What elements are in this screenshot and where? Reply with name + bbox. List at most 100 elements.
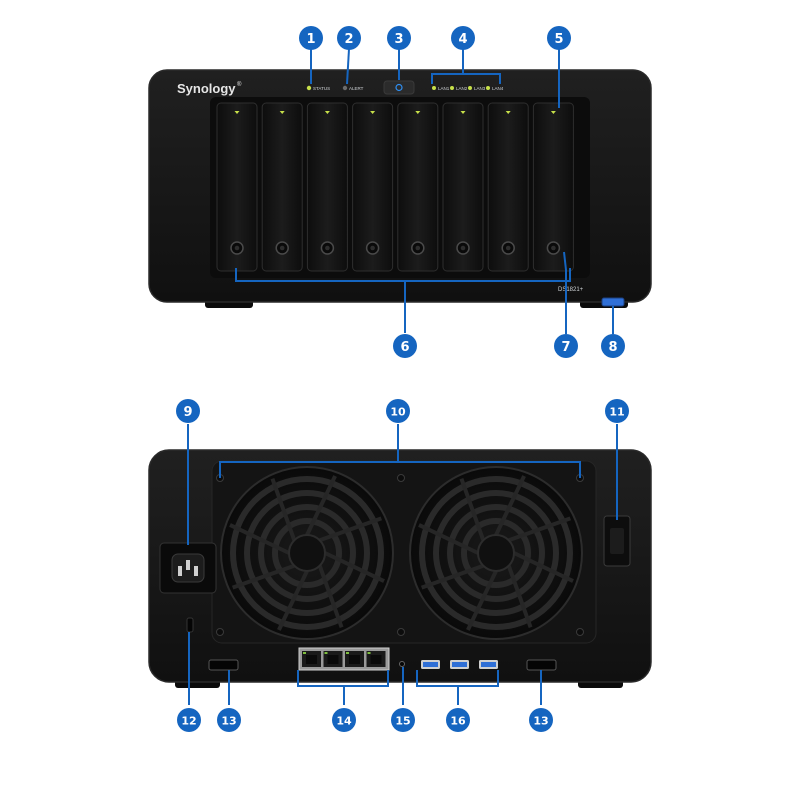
power-pin-left [178, 566, 182, 576]
callout-2: 2 [337, 26, 361, 50]
panel-screw [576, 628, 584, 636]
callout-6: 6 [393, 334, 417, 358]
fans [216, 466, 584, 640]
drive-status-led [415, 111, 421, 114]
lan2-led [450, 86, 454, 90]
model-label: DS1821+ [558, 287, 584, 293]
callout-1-label: 1 [306, 32, 315, 47]
drive-status-led [234, 111, 240, 114]
lan-link-led [324, 652, 328, 654]
lan2-led-label: LAN2 [456, 86, 468, 91]
callout-9-label: 9 [183, 405, 192, 420]
drive-status-led [460, 111, 466, 114]
lan1-led [432, 86, 436, 90]
bracket-4 [431, 73, 501, 84]
callout-13a: 13 [217, 708, 241, 732]
callout-10: 10 [386, 399, 410, 423]
rear-view [148, 449, 652, 688]
callout-15-label: 15 [395, 715, 410, 728]
callout-14-label: 14 [336, 715, 352, 728]
cooling-fan [220, 466, 394, 640]
lan-ports [298, 647, 390, 671]
leader-7 [563, 251, 567, 334]
lan-link-led [346, 652, 349, 654]
callout-3-label: 3 [394, 32, 403, 47]
callout-2-label: 2 [344, 32, 353, 47]
drive-tray[interactable] [306, 102, 348, 272]
callout-13b: 13 [529, 708, 553, 732]
callout-16: 16 [446, 708, 470, 732]
callout-4: 4 [451, 26, 475, 50]
brand-logo: Synology [177, 81, 236, 96]
lan3-led-label: LAN3 [474, 86, 486, 91]
lan-link-led [367, 652, 371, 654]
fan-hub [288, 534, 326, 572]
drive-trays [216, 102, 574, 272]
callout-badges: 1 2 3 4 5 6 7 8 9 10 11 12 13 14 15 16 1… [176, 26, 629, 732]
callout-11: 11 [605, 399, 629, 423]
callout-8-label: 8 [608, 340, 617, 355]
callout-16-label: 16 [450, 715, 466, 728]
lan1-led-label: LAN1 [438, 86, 450, 91]
callout-12-label: 12 [181, 715, 196, 728]
callout-5-label: 5 [554, 32, 563, 47]
brand-registered-mark: ® [237, 81, 242, 88]
lan3-led [468, 86, 472, 90]
front-usb-port[interactable] [601, 297, 625, 307]
callout-6-label: 6 [400, 340, 409, 355]
drive-tray[interactable] [532, 102, 574, 272]
callout-11-label: 11 [609, 406, 624, 419]
power-pin-center [186, 560, 190, 570]
drive-tray[interactable] [397, 102, 439, 272]
esata-port-left[interactable] [208, 659, 239, 671]
lan-port[interactable] [323, 651, 343, 667]
kensington-slot[interactable] [186, 617, 194, 633]
leader-2 [346, 48, 350, 85]
callout-13b-label: 13 [533, 715, 548, 728]
panel-screw [397, 628, 405, 636]
drive-status-led [370, 111, 376, 114]
drive-tray[interactable] [487, 102, 529, 272]
drive-status-led [279, 111, 285, 114]
callout-14: 14 [332, 708, 356, 732]
status-led [306, 85, 312, 91]
drive-status-led [505, 111, 511, 114]
lan-port[interactable] [366, 651, 386, 667]
usb-port[interactable] [450, 660, 469, 669]
drive-tray[interactable] [216, 102, 258, 272]
power-button[interactable] [383, 80, 415, 95]
drive-tray[interactable] [442, 102, 484, 272]
callout-1: 1 [299, 26, 323, 50]
callout-10-label: 10 [390, 406, 406, 419]
drive-status-led [324, 111, 330, 114]
panel-screw [216, 628, 224, 636]
panel-screw [397, 474, 405, 482]
lan4-led [486, 86, 490, 90]
drive-tray[interactable] [352, 102, 394, 272]
status-led-label: STATUS [313, 86, 330, 91]
front-view: Synology ® DS1821+ STATUS ALERT LAN1 LAN… [148, 69, 652, 308]
power-icon [395, 83, 403, 92]
bracket-6 [235, 268, 571, 282]
rear-usb-ports [421, 660, 498, 669]
alert-led [342, 85, 348, 91]
lan4-led-label: LAN4 [492, 86, 504, 91]
power-pin-right [194, 566, 198, 576]
drive-status-led [550, 111, 556, 114]
esata-port-right[interactable] [526, 659, 557, 671]
callout-7: 7 [554, 334, 578, 358]
pcie-slot-cover [610, 528, 624, 554]
lan-port[interactable] [302, 651, 321, 667]
callout-5: 5 [547, 26, 571, 50]
cooling-fan [409, 466, 583, 640]
callout-4-label: 4 [458, 32, 467, 47]
usb-port[interactable] [421, 660, 440, 669]
drive-tray[interactable] [261, 102, 303, 272]
callout-13a-label: 13 [221, 715, 236, 728]
fan-hub [477, 534, 515, 572]
reset-button[interactable] [399, 661, 405, 667]
lan-port[interactable] [345, 651, 364, 667]
callout-lines [187, 48, 618, 705]
usb-port[interactable] [479, 660, 498, 669]
